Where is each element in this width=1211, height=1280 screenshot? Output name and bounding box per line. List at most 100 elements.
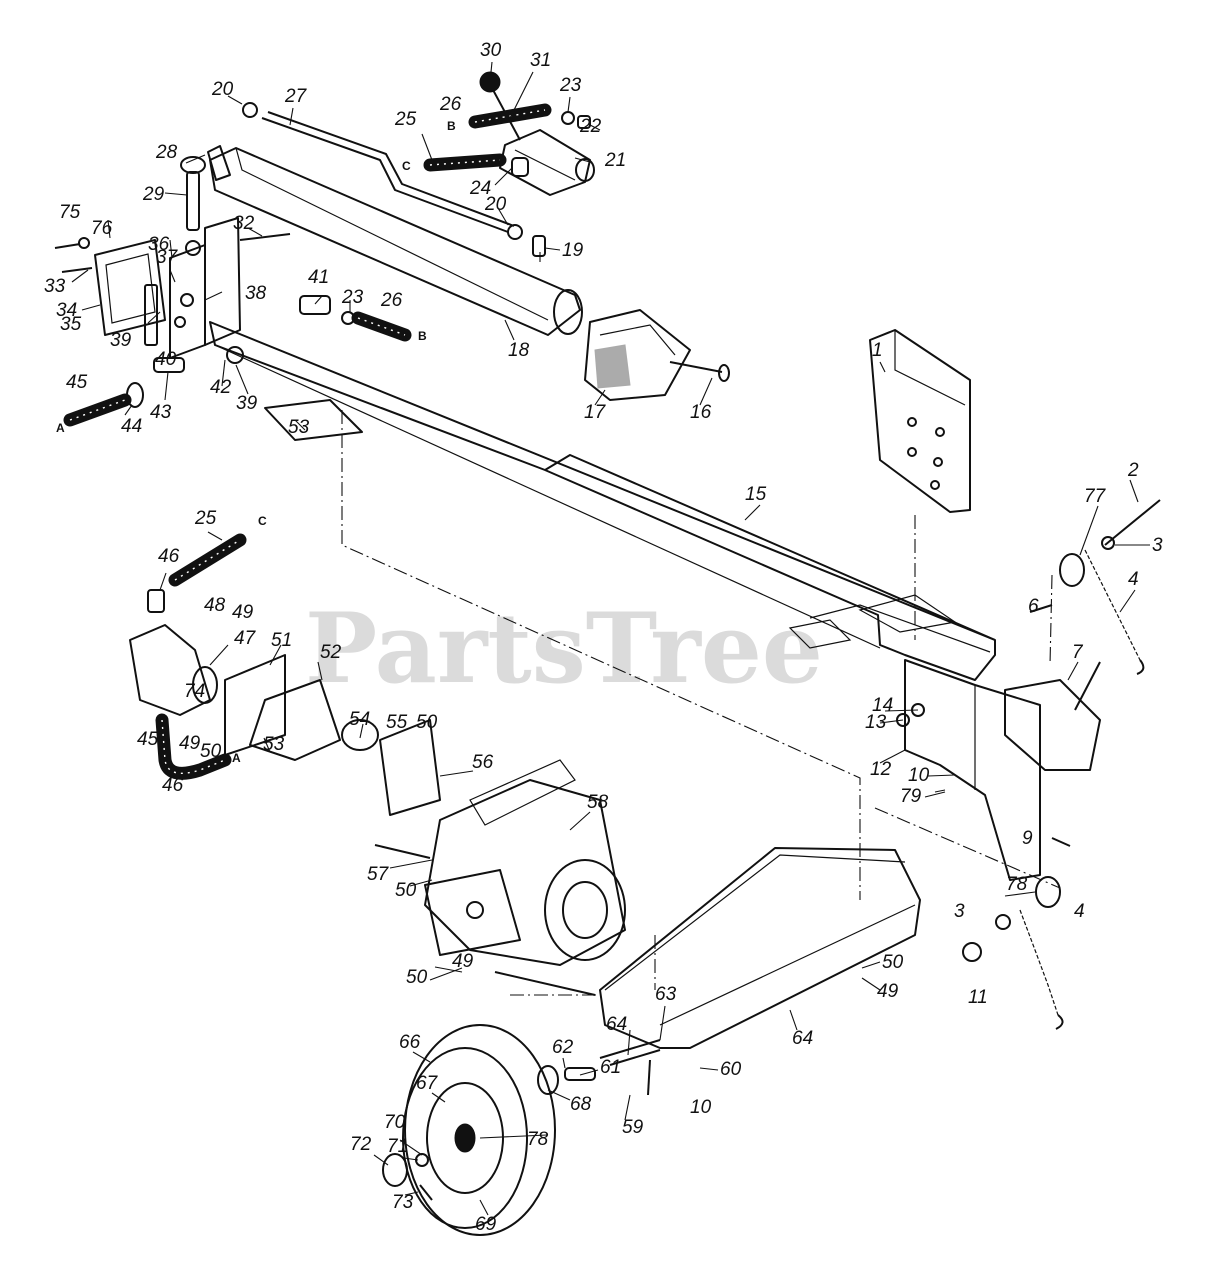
callout: 36 — [148, 234, 170, 255]
callout: 1 — [872, 340, 883, 361]
callout: 25 — [194, 508, 217, 529]
callout: 2 — [1127, 460, 1139, 481]
callout: 79 — [900, 786, 922, 807]
callout: 38 — [245, 283, 267, 304]
callout: 22 — [579, 116, 602, 137]
callout: 50 — [395, 880, 417, 901]
callout: 40 — [155, 349, 177, 370]
callout: 31 — [530, 50, 551, 71]
callout: 26 — [380, 290, 403, 311]
watermark-text: PartsTree — [305, 592, 823, 705]
callout: 16 — [690, 402, 712, 423]
callout: 17 — [584, 402, 607, 423]
hoses-top — [299, 103, 552, 342]
callout: 3 — [1152, 535, 1163, 556]
callout: 42 — [210, 377, 232, 398]
safety-chains — [962, 499, 1161, 1030]
callout: 53 — [288, 417, 310, 438]
callout: 76 — [91, 218, 113, 239]
callout: 14 — [872, 695, 893, 716]
callout: 10 — [908, 765, 930, 786]
callout: 57 — [367, 864, 390, 885]
callout: 26 — [439, 94, 462, 115]
splitting-wedge — [584, 309, 730, 401]
hose-letter-c-top: C — [402, 159, 411, 173]
callout: 49 — [452, 951, 474, 972]
callout: 78 — [1006, 874, 1028, 895]
callout: 55 — [386, 712, 408, 733]
left-fittings — [63, 346, 244, 427]
callout: 39 — [110, 330, 132, 351]
hose-letter-b-top: B — [447, 119, 456, 133]
callout-labels: 1 2 3 3 4 4 6 7 9 10 10 11 12 13 14 15 1… — [44, 40, 1163, 1235]
callout: 64 — [792, 1028, 813, 1049]
callout: 23 — [559, 75, 582, 96]
wheel — [382, 1024, 661, 1236]
foot-plate — [264, 399, 363, 441]
callout: 71 — [387, 1136, 408, 1157]
callout: 47 — [234, 628, 257, 649]
tie-rod — [242, 102, 523, 240]
callout: 46 — [158, 546, 180, 567]
callout: 64 — [606, 1014, 627, 1035]
callout: 24 — [469, 178, 491, 199]
callout: 61 — [600, 1057, 621, 1078]
callout: 7 — [1072, 642, 1084, 663]
callout: 6 — [1028, 596, 1039, 617]
assembly-lines — [341, 252, 1061, 996]
hose-letter-a-pump: A — [232, 751, 241, 765]
callout: 78 — [527, 1129, 549, 1150]
callout: 50 — [200, 741, 222, 762]
callout: 49 — [179, 733, 201, 754]
callout: 41 — [308, 267, 329, 288]
cylinder-mount — [169, 156, 291, 359]
callout: 13 — [865, 712, 887, 733]
callout: 30 — [480, 40, 502, 61]
callout: 74 — [184, 681, 205, 702]
callout: 72 — [350, 1134, 372, 1155]
callout: 48 — [204, 595, 226, 616]
callout: 19 — [562, 240, 584, 261]
callout: 32 — [233, 213, 255, 234]
callout: 29 — [142, 184, 165, 205]
main-beam — [209, 321, 996, 681]
callout: 60 — [720, 1059, 742, 1080]
callout: 73 — [392, 1192, 414, 1213]
callout: 68 — [570, 1094, 592, 1115]
callout: 4 — [1128, 569, 1139, 590]
callout: 37 — [156, 247, 179, 268]
leader-lines — [71, 61, 1150, 1216]
callout: 15 — [745, 484, 767, 505]
rear-bracket — [896, 604, 1101, 881]
chassis-frame — [494, 847, 921, 1049]
hydraulic-pump — [129, 533, 341, 780]
mount-plate — [341, 719, 441, 859]
callout: 3 — [954, 901, 965, 922]
callout: 70 — [384, 1112, 406, 1133]
callout: 43 — [150, 402, 172, 423]
callout: 39 — [236, 393, 258, 414]
callout: 66 — [399, 1032, 421, 1053]
callout: 45 — [66, 372, 88, 393]
callout: 35 — [60, 314, 82, 335]
callout: 49 — [232, 602, 254, 623]
callout: 23 — [341, 287, 364, 308]
callout: 56 — [472, 752, 494, 773]
callout: 53 — [263, 734, 285, 755]
callout: 69 — [475, 1214, 497, 1235]
callout: 28 — [155, 142, 178, 163]
callout: 67 — [416, 1073, 439, 1094]
callout: 50 — [406, 967, 428, 988]
engine — [424, 759, 626, 966]
callout: 12 — [870, 759, 892, 780]
callout: 20 — [211, 79, 234, 100]
callout: 75 — [59, 202, 81, 223]
callout: 51 — [271, 630, 292, 651]
callout: 50 — [882, 952, 904, 973]
callout: 21 — [604, 150, 626, 171]
hydraulic-cylinder — [207, 145, 583, 336]
callout: 25 — [394, 109, 417, 130]
callout: 59 — [622, 1117, 644, 1138]
callout: 62 — [552, 1037, 574, 1058]
callout: 46 — [162, 775, 184, 796]
